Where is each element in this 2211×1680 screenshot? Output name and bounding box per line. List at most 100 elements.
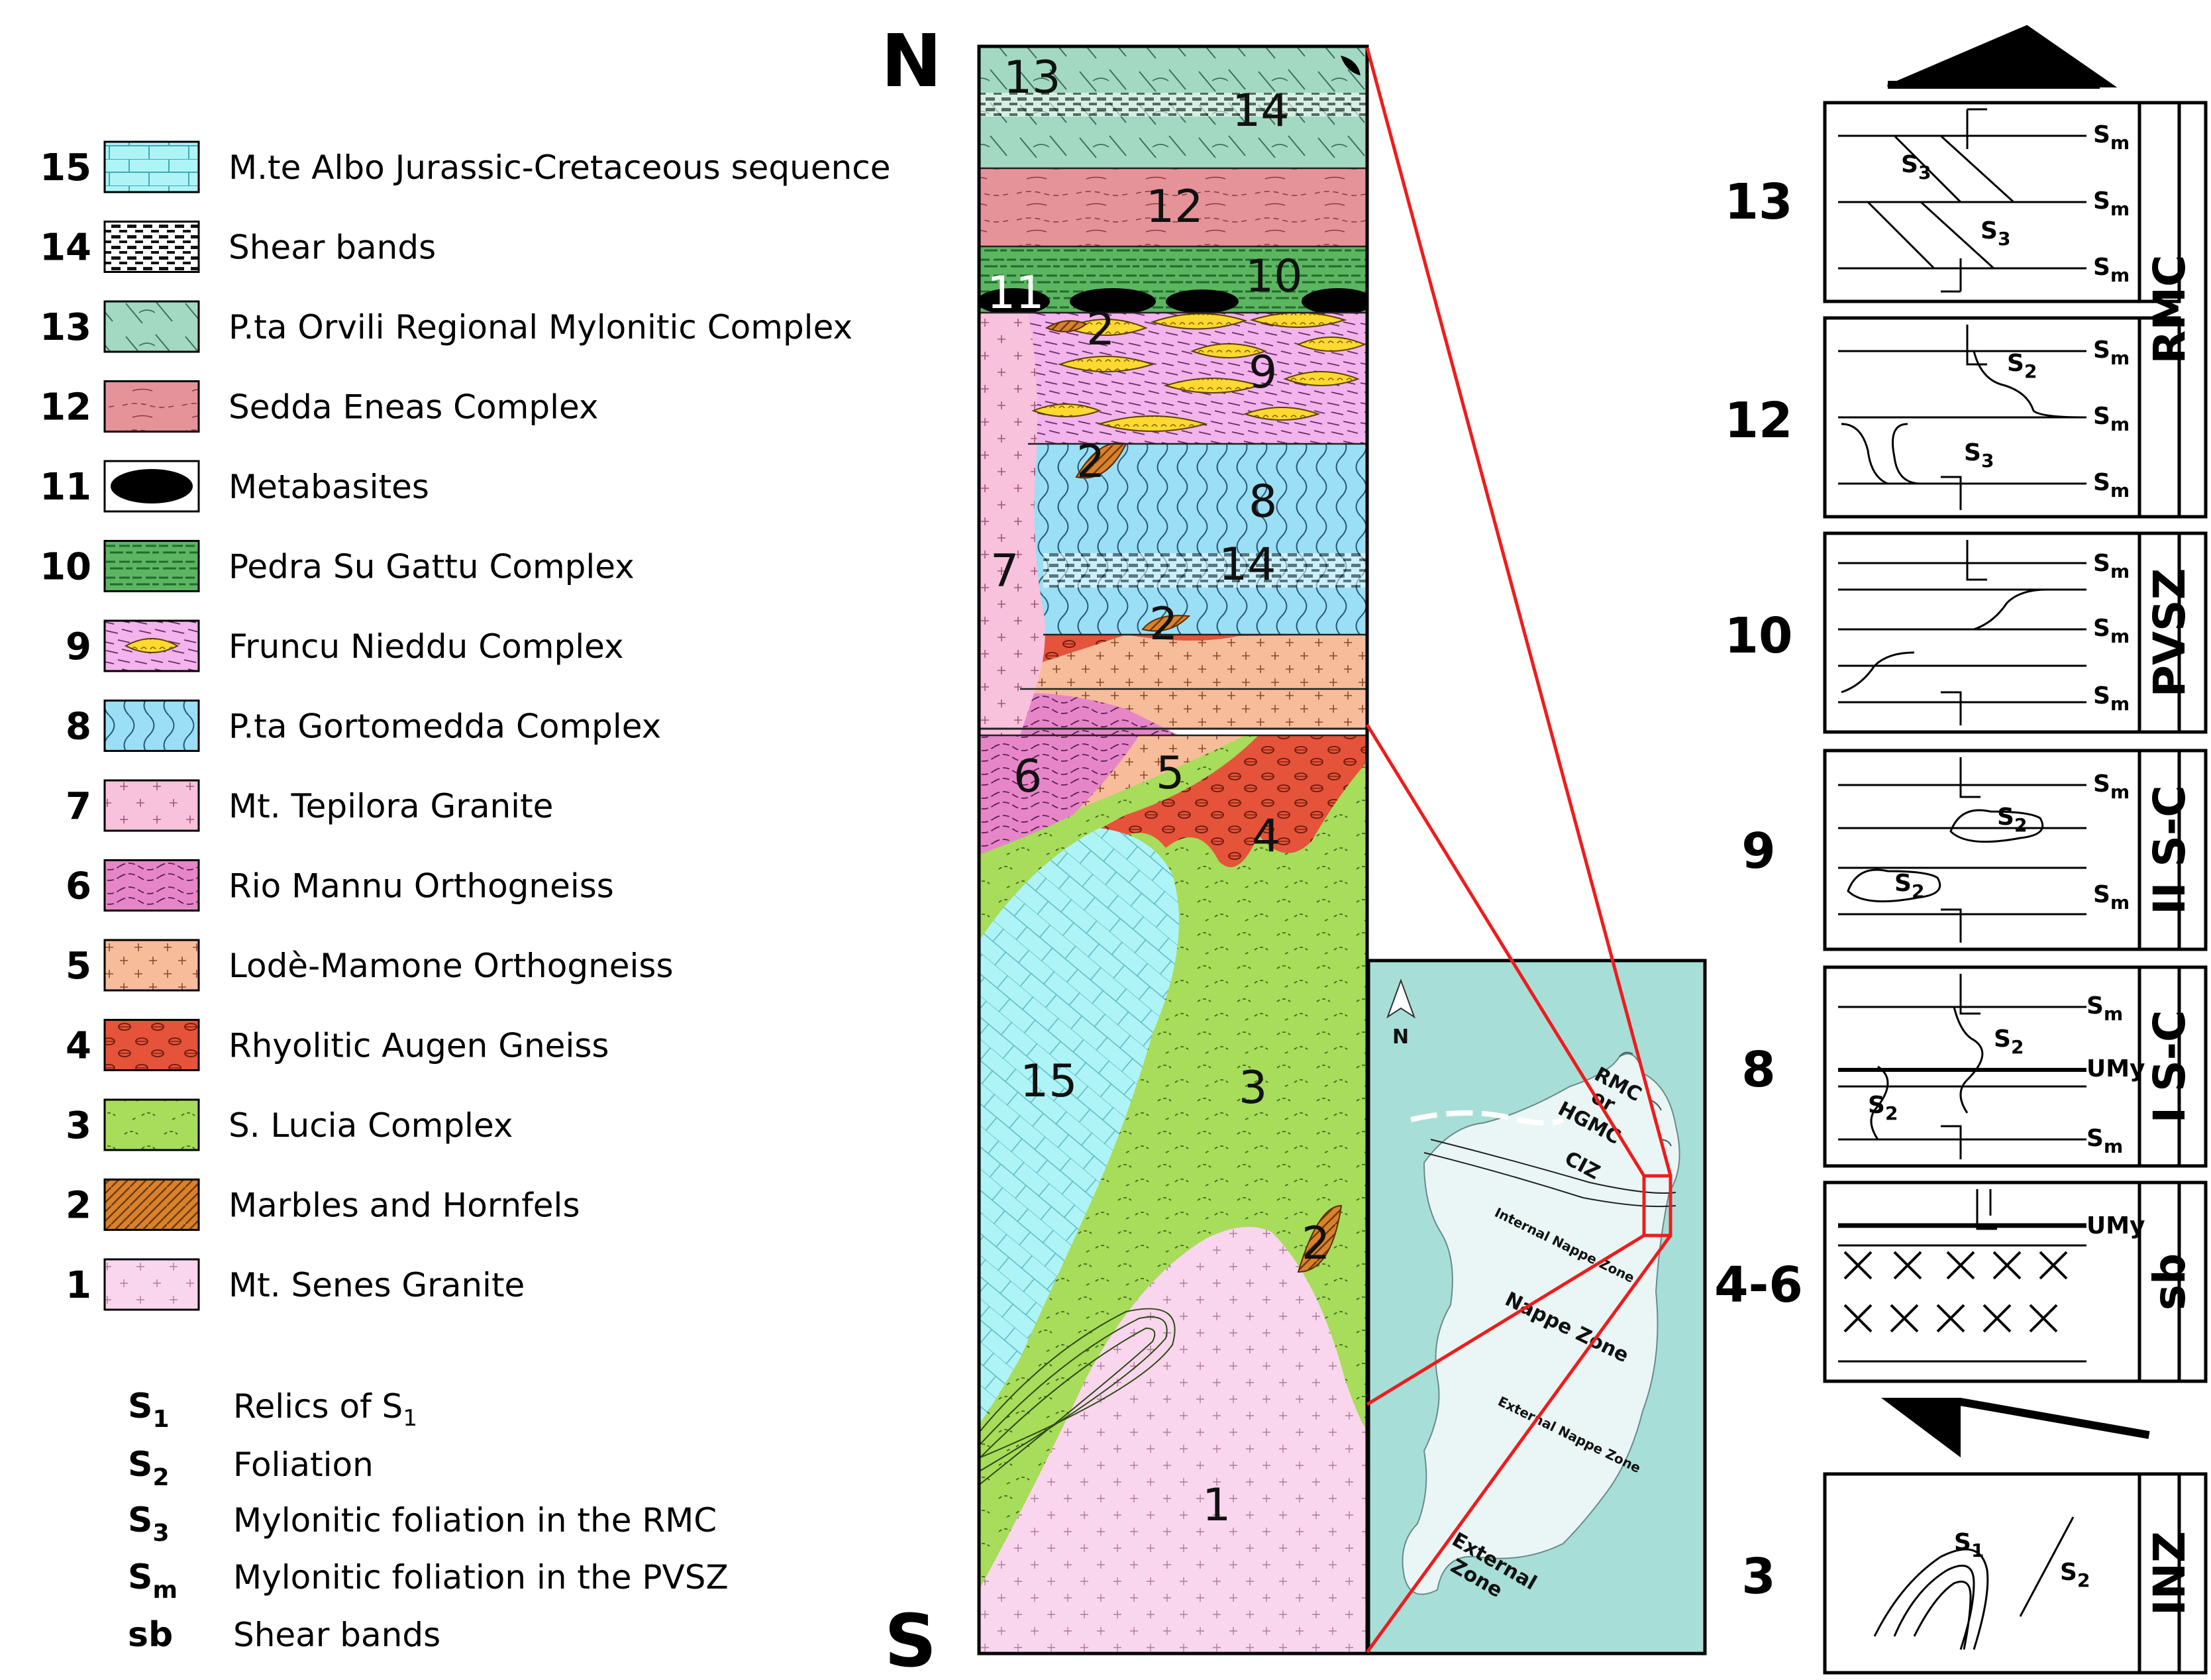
- legend-label: Fruncu Nieddu Complex: [229, 627, 624, 666]
- col-label-12: 12: [1146, 181, 1204, 233]
- panel-number-5: 4-6: [1714, 1257, 1803, 1314]
- panel-symbol-label: S2: [1994, 1025, 2024, 1058]
- legend-swatch: [103, 859, 200, 912]
- panel-symbol-label: Sm: [2093, 337, 2130, 369]
- legend-item-14: 14 Shear bands: [40, 221, 436, 273]
- unit-11-metabasites: [979, 56, 1367, 315]
- col-label-2a: 2: [1086, 303, 1115, 356]
- col-label-6: 6: [1013, 751, 1042, 803]
- panel-symbol-label: Sm: [2093, 469, 2130, 501]
- panel-symbol-label: Sm: [2093, 187, 2130, 220]
- legend-number: 6: [66, 865, 91, 908]
- panel-zone-4: I S-C: [2144, 1010, 2195, 1124]
- panel-zone-6: INZ: [2144, 1531, 2195, 1616]
- col-label-9: 9: [1249, 346, 1277, 399]
- col-label-2b: 2: [1076, 436, 1105, 488]
- symbol-label: sb: [128, 1615, 173, 1655]
- legend-number: 15: [40, 146, 91, 189]
- legend-number: 11: [40, 466, 91, 509]
- panel-symbol-label: Sm: [2093, 121, 2130, 154]
- symbol-item-1: S2 Foliation: [128, 1445, 374, 1491]
- symbol-description: Relics of S1: [233, 1387, 417, 1432]
- legend-label: Rhyolitic Augen Gneiss: [229, 1027, 609, 1065]
- col-label-11: 11: [987, 267, 1045, 319]
- panel-symbol-label: S2: [2060, 1559, 2090, 1591]
- legend-label: Pedra Su Gattu Complex: [229, 548, 635, 586]
- panel-symbol-label: Sm: [2086, 1125, 2123, 1157]
- unit-12: [979, 168, 1367, 246]
- legend-item-1: 1 Mt. Senes Granite: [66, 1258, 525, 1311]
- legend-swatch: [103, 1258, 200, 1311]
- unit-9-lenses: [1031, 312, 1366, 432]
- unit-14-upper: [979, 93, 1367, 117]
- shear-arrow-top: [1887, 25, 2118, 87]
- panel-number-0: 13: [1725, 174, 1793, 231]
- panel-symbol-label: Sm: [2093, 550, 2130, 582]
- unit-14-middle: [1043, 553, 1367, 588]
- legend-label: Mt. Senes Granite: [229, 1266, 525, 1304]
- legend-number: 3: [66, 1104, 91, 1147]
- legend-swatch: [103, 1179, 200, 1231]
- legend-swatch: [103, 540, 200, 592]
- legend-number: 1: [66, 1264, 91, 1307]
- legend-label: Shear bands: [229, 229, 436, 267]
- legend-number: 13: [40, 306, 91, 349]
- panel-symbol-label: S3: [1901, 151, 1931, 184]
- unit-6: [979, 735, 1139, 855]
- legend-swatch: [103, 700, 200, 752]
- col-label-4: 4: [1252, 810, 1280, 863]
- panel-zone-2: PVSZ: [2144, 568, 2195, 698]
- panel-symbol-label: Sm: [2093, 403, 2130, 435]
- legend-label: Mt. Tepilora Granite: [229, 787, 553, 825]
- col-label-15: 15: [1020, 1055, 1078, 1108]
- north-label: N: [881, 19, 942, 103]
- legend-number: 14: [40, 227, 91, 270]
- symbol-label: S2: [128, 1445, 170, 1491]
- panel-symbol-label: S2: [1997, 804, 2027, 836]
- legend-number: 5: [66, 945, 91, 988]
- shear-arrow-bottom: [1881, 1398, 1961, 1457]
- panel-symbol-label: S3: [1980, 217, 2010, 250]
- col-label-3: 3: [1239, 1062, 1267, 1114]
- legend-swatch: [103, 140, 200, 193]
- unit-15: [979, 828, 1179, 1424]
- legend-item-3: 3 S. Lucia Complex: [66, 1098, 513, 1151]
- symbol-label: S3: [128, 1500, 170, 1547]
- panel-symbol-label: Sm: [2093, 770, 2130, 803]
- symbol-description: Foliation: [233, 1445, 374, 1484]
- panel-symbol-label: S2: [1868, 1092, 1898, 1124]
- legend-label: S. Lucia Complex: [229, 1106, 513, 1145]
- legend-number: 12: [40, 386, 91, 429]
- legend-swatch: [103, 221, 200, 273]
- unit-5-band-upper: [1020, 635, 1367, 689]
- panel-symbol-label: S3: [1964, 439, 1994, 472]
- panel-number-4: 8: [1741, 1041, 1776, 1098]
- map-north-label: N: [1392, 1025, 1409, 1049]
- column-labels: 13 14 12 11 10 2 9 2 8 7 14 2 6 5 4 15 3…: [987, 52, 1330, 1532]
- legend-swatch: [103, 1019, 200, 1071]
- fold-lines: [980, 1308, 1176, 1485]
- panel-symbol-label: UMy: [2086, 1055, 2145, 1082]
- legend-swatch: [103, 380, 200, 433]
- col-label-7: 7: [990, 545, 1019, 598]
- panel-number-1: 12: [1725, 392, 1793, 449]
- legend-label: Metabasites: [229, 468, 429, 506]
- col-label-5: 5: [1156, 747, 1184, 800]
- panel-number-6: 3: [1741, 1548, 1776, 1605]
- legend-swatch: [103, 939, 200, 992]
- panel-zone-3: II S-C: [2144, 785, 2195, 914]
- panel-symbol-label: Sm: [2086, 992, 2123, 1025]
- panel-symbol-label: Sm: [2093, 881, 2130, 914]
